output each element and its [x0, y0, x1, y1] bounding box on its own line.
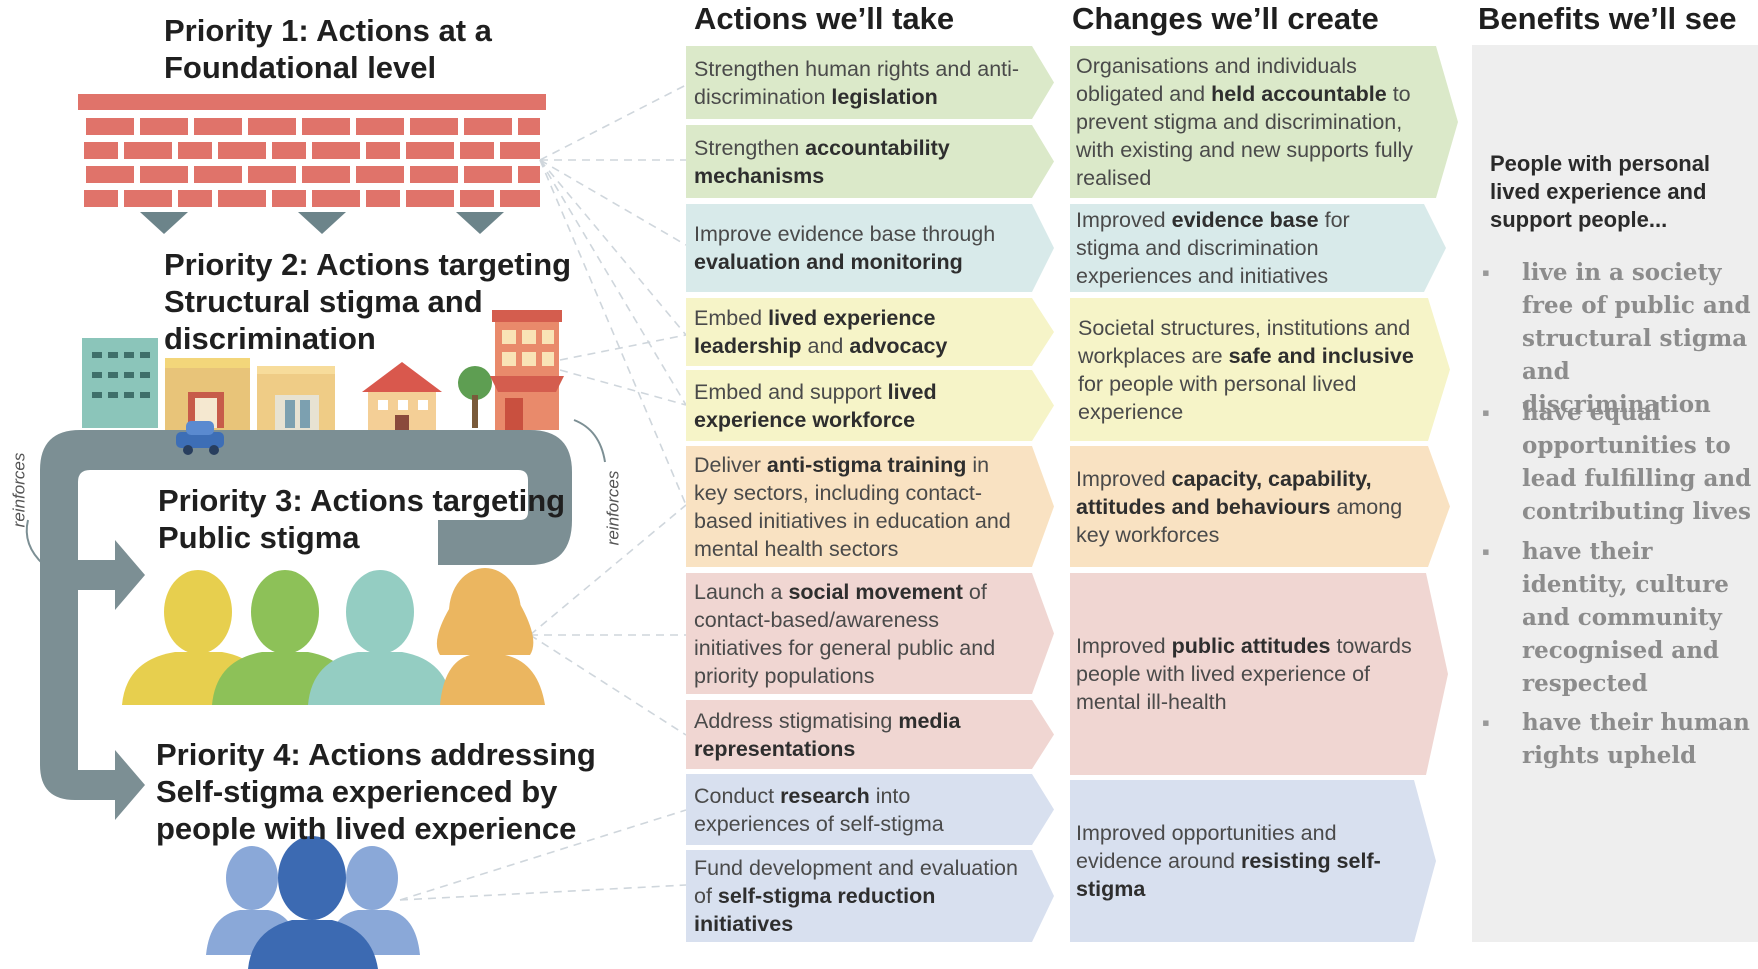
public-figures	[122, 568, 545, 705]
priority-1-line1: Priority 1: Actions at a	[164, 13, 492, 48]
benefit-item: ▪ live in a society free of public and s…	[1482, 256, 1752, 421]
change-item: Improved public attitudes towards people…	[1070, 573, 1448, 775]
change-item: Organisations and individuals obligated …	[1070, 46, 1458, 198]
action-item: Fund development and evaluation of self-…	[686, 850, 1054, 942]
priority-4-line3: people with lived experience	[156, 811, 577, 846]
priority-2-title: Priority 2: Actions targeting Structural…	[164, 246, 571, 357]
benefits-intro: People with personal lived experience an…	[1490, 151, 1711, 232]
action-item: Launch a social movement of contact-base…	[686, 573, 1054, 694]
change-item: Improved capacity, capability, attitudes…	[1070, 446, 1450, 567]
self-stigma-figures	[206, 836, 420, 969]
reinforces-loop-arrow	[40, 430, 572, 820]
action-item: Conduct research into experiences of sel…	[686, 774, 1054, 845]
benefit-item: ▪ have their human rights upheld	[1482, 706, 1752, 772]
priority-4-title: Priority 4: Actions addressing Self-stig…	[156, 736, 596, 847]
bullet-icon: ▪	[1482, 400, 1490, 425]
action-item: Embed and support lived experience workf…	[686, 370, 1054, 441]
changes-column-heading: Changes we’ll create	[1072, 1, 1379, 36]
benefits-column-heading: Benefits we’ll see	[1478, 1, 1737, 36]
benefit-item: ▪ have their identity, culture and commu…	[1482, 535, 1752, 700]
connector-lines	[399, 84, 687, 901]
change-item: Improved opportunities and evidence arou…	[1070, 780, 1436, 942]
bullet-icon: ▪	[1482, 710, 1490, 735]
action-item: Embed lived experience leadership and ad…	[686, 298, 1054, 366]
action-item: Deliver anti-stigma training in key sect…	[686, 446, 1054, 567]
benefits-panel	[1472, 45, 1758, 942]
action-item: Address stigmatising media representatio…	[686, 700, 1054, 769]
brick-wall	[78, 94, 546, 234]
change-item: Societal structures, institutions and wo…	[1070, 298, 1450, 441]
actions-column-heading: Actions we’ll take	[694, 1, 955, 36]
buildings	[82, 310, 564, 430]
reinforces-curve-right	[573, 419, 606, 463]
priority-1-line2: Foundational level	[164, 50, 437, 85]
car-icon	[176, 421, 224, 455]
action-item: Improve evidence base through evaluation…	[686, 204, 1054, 292]
priority-2-line3: discrimination	[164, 321, 376, 356]
reinforces-label-left: reinforces	[9, 452, 29, 528]
priority-3-title: Priority 3: Actions targeting Public sti…	[158, 482, 565, 556]
bullet-icon: ▪	[1482, 539, 1490, 564]
reinforces-curve-left	[25, 519, 45, 566]
priority-4-line2: Self-stigma experienced by	[156, 774, 558, 809]
priority-3-line2: Public stigma	[158, 520, 360, 555]
priority-2-line2: Structural stigma and	[164, 284, 483, 319]
bullet-icon: ▪	[1482, 260, 1490, 285]
change-item: Improved evidence base for stigma and di…	[1070, 204, 1446, 292]
priority-2-line1: Priority 2: Actions targeting	[164, 247, 572, 282]
action-item: Strengthen human rights and anti-discrim…	[686, 46, 1054, 119]
priority-3-line1: Priority 3: Actions targeting	[158, 483, 566, 518]
priority-4-line1: Priority 4: Actions addressing	[156, 737, 596, 772]
reinforces-label-right: reinforces	[603, 470, 623, 546]
priority-1-title: Priority 1: Actions at a Foundational le…	[164, 12, 492, 86]
action-item: Strengthen accountability mechanisms	[686, 125, 1054, 198]
benefit-item: ▪ have equal opportunities to lead fulfi…	[1482, 396, 1752, 528]
